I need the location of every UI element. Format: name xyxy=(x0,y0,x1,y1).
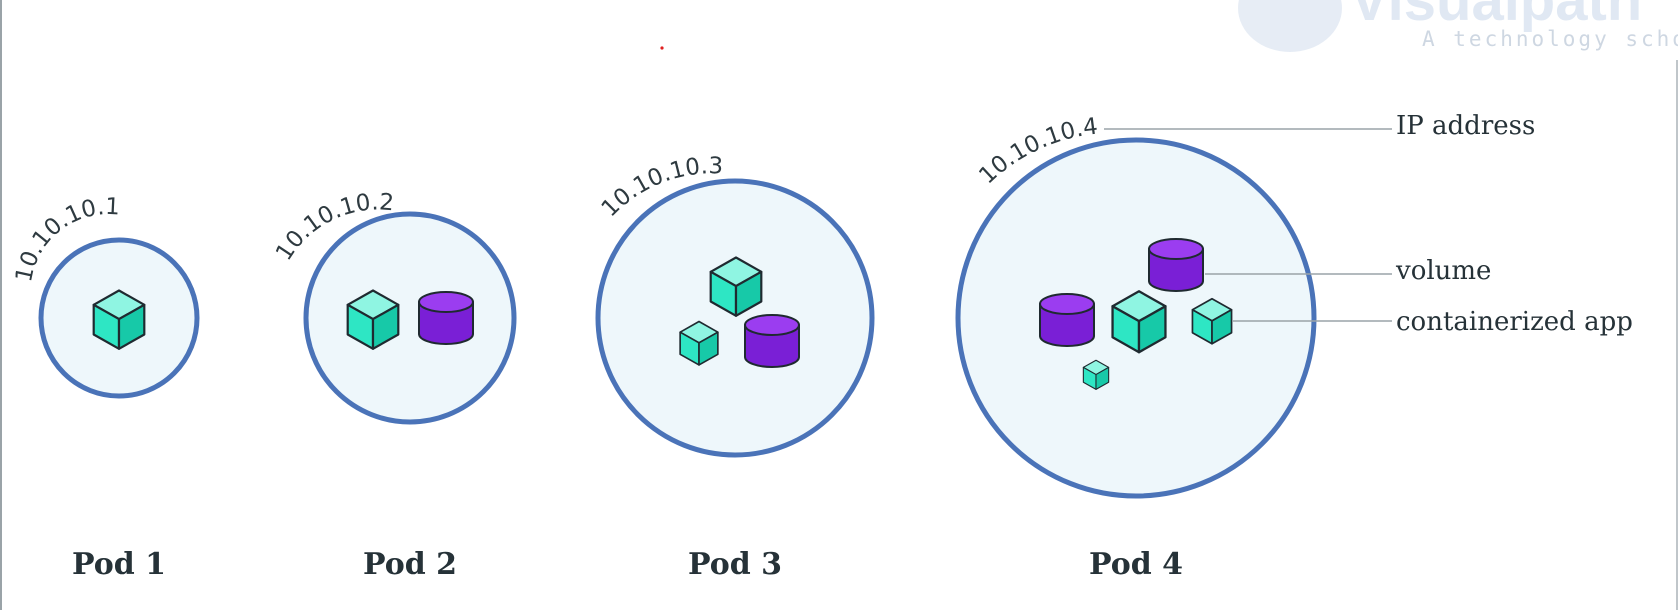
pod-3: 10.10.10.3 Pod 3 xyxy=(595,153,875,582)
ip-address-label: IP address xyxy=(1396,111,1535,141)
watermark-logo-icon xyxy=(1238,0,1342,52)
pod-label: Pod 2 xyxy=(363,547,457,582)
volume-cylinder-icon xyxy=(418,291,474,345)
pod-boundary xyxy=(303,211,517,425)
pod-label: Pod 1 xyxy=(72,547,166,582)
legend: IP address volume containerized app xyxy=(1104,111,1633,337)
pod-boundary xyxy=(595,178,875,458)
watermark: Visualpath A technology school xyxy=(1238,0,1678,52)
stray-dot xyxy=(660,46,664,50)
volume-cylinder-icon xyxy=(744,314,800,368)
watermark-title: Visualpath xyxy=(1350,0,1642,33)
watermark-subtitle: A technology school xyxy=(1422,27,1678,51)
pod-1: 10.10.10.1 Pod 1 xyxy=(11,194,200,582)
containerized-app-label: containerized app xyxy=(1396,307,1633,337)
volume-cylinder-icon xyxy=(1148,238,1204,292)
volume-label: volume xyxy=(1395,256,1491,286)
volume-cylinder-icon xyxy=(1039,293,1095,347)
pod-label: Pod 4 xyxy=(1089,547,1183,582)
pod-label: Pod 3 xyxy=(688,547,782,582)
pod-2: 10.10.10.2 Pod 2 xyxy=(271,189,517,582)
pod-4: 10.10.10.4 Pod 4 xyxy=(955,114,1317,582)
